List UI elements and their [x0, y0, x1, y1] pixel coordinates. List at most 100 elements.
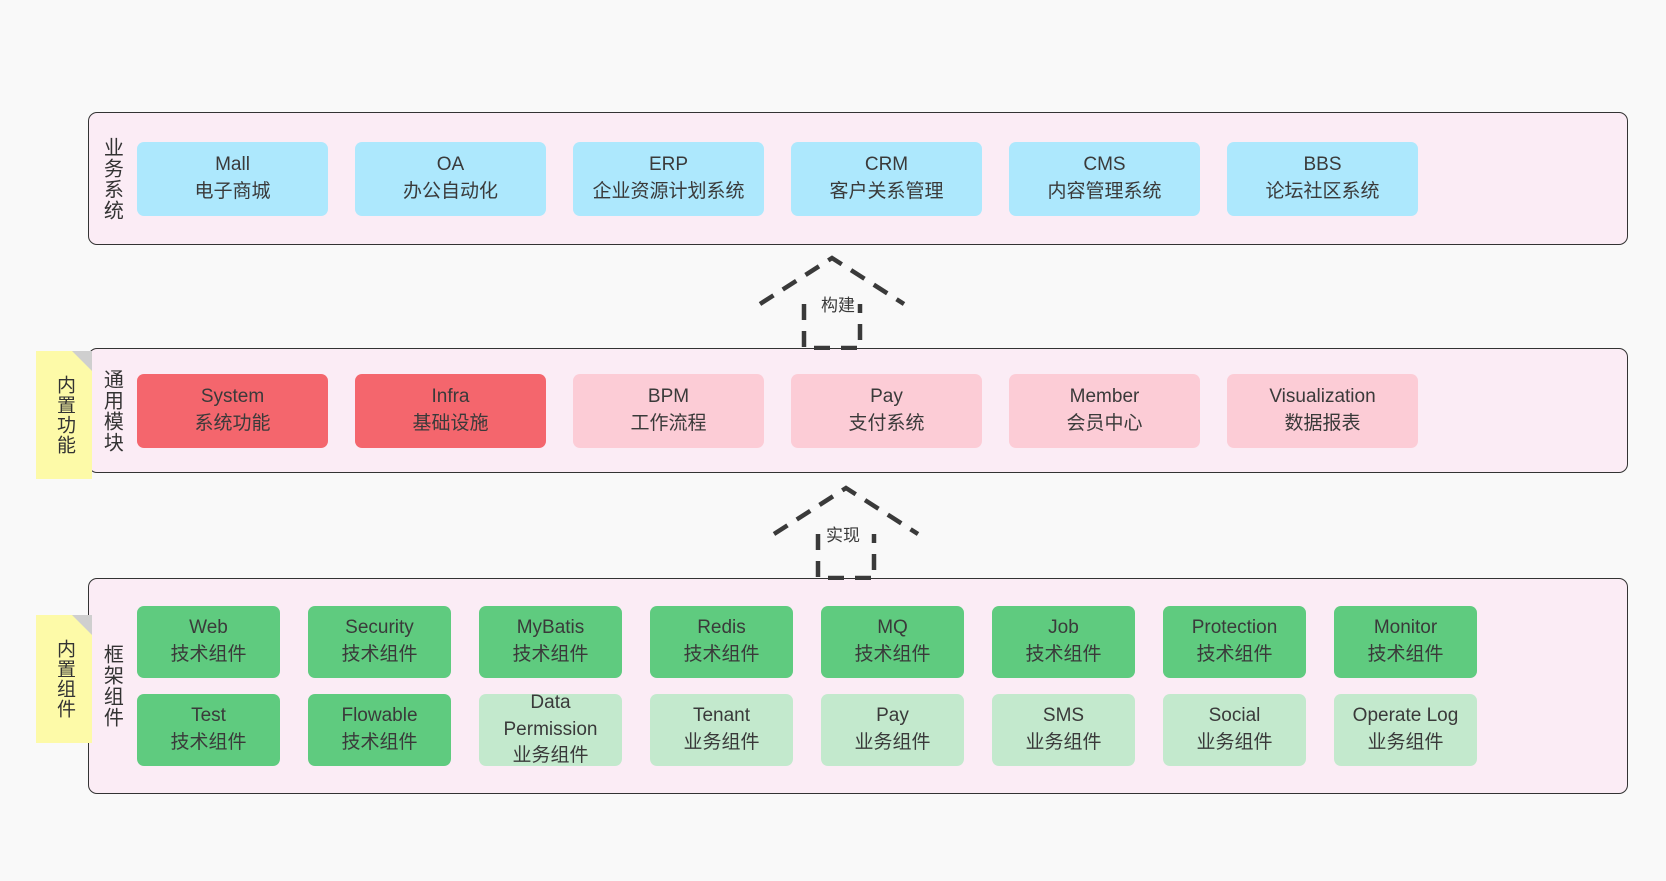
connector-implement-arrow-icon: [772, 485, 920, 580]
card-crm[interactable]: CRM 客户关系管理: [791, 141, 982, 216]
layer-body-framework-component: Web 技术组件 Security 技术组件 MyBatis 技术组件 Redi…: [133, 579, 1627, 793]
card-sms[interactable]: SMS 业务组件: [992, 694, 1135, 766]
card-title-cn: 业务组件: [854, 732, 931, 753]
card-job[interactable]: Job 技术组件: [992, 606, 1135, 678]
card-title-en: SMS: [1042, 705, 1085, 727]
card-title-cn: 技术组件: [170, 732, 247, 753]
layer-body-common-module: System 系统功能 Infra 基础设施 BPM 工作流程 Pay 支付系统…: [133, 349, 1627, 472]
card-title-cn: 业务组件: [683, 732, 760, 753]
connector-label-build: 构建: [818, 291, 858, 316]
note-fold-corner-icon: [72, 351, 92, 371]
card-protection[interactable]: Protection 技术组件: [1163, 606, 1306, 678]
card-title-en: MQ: [877, 617, 908, 639]
card-title-cn: 电子商城: [194, 180, 271, 202]
card-title-cn: 技术组件: [512, 644, 589, 665]
card-row: Web 技术组件 Security 技术组件 MyBatis 技术组件 Redi…: [137, 606, 1611, 678]
card-mall[interactable]: Mall 电子商城: [137, 141, 328, 216]
layer-title-common-module: 通用模块: [100, 368, 123, 453]
connector-label-implement: 实现: [823, 521, 863, 546]
card-visualization[interactable]: Visualization 数据报表: [1227, 373, 1418, 448]
card-member[interactable]: Member 会员中心: [1009, 373, 1200, 448]
card-erp[interactable]: ERP 企业资源计划系统: [573, 141, 764, 216]
card-title-cn: 技术组件: [341, 732, 418, 753]
card-infra[interactable]: Infra 基础设施: [355, 373, 546, 448]
card-title-cn: 技术组件: [1196, 644, 1273, 665]
card-title-cn: 技术组件: [683, 644, 760, 665]
card-title-en: MyBatis: [516, 617, 585, 639]
card-title-en: Security: [345, 617, 414, 639]
card-mq[interactable]: MQ 技术组件: [821, 606, 964, 678]
card-monitor[interactable]: Monitor 技术组件: [1334, 606, 1477, 678]
card-title-cn: 业务组件: [1196, 732, 1273, 753]
card-row: System 系统功能 Infra 基础设施 BPM 工作流程 Pay 支付系统…: [137, 373, 1611, 448]
card-title-cn: 业务组件: [1367, 732, 1444, 753]
card-test[interactable]: Test 技术组件: [137, 694, 280, 766]
card-title-cn: 会员中心: [1066, 412, 1143, 434]
card-bpm[interactable]: BPM 工作流程: [573, 373, 764, 448]
card-title-en: Social: [1208, 705, 1261, 727]
card-title-en: Data Permission: [503, 691, 598, 740]
layer-framework-component: 框架组件 Web 技术组件 Security 技术组件 MyBatis 技术组件…: [88, 578, 1628, 794]
card-title-en: Flowable: [341, 705, 418, 727]
card-title-en: Visualization: [1269, 385, 1376, 407]
card-bbs[interactable]: BBS 论坛社区系统: [1227, 141, 1418, 216]
card-row: Test 技术组件 Flowable 技术组件 Data Permission …: [137, 692, 1611, 766]
card-title-en: Infra: [431, 385, 470, 407]
card-title-en: Operate Log: [1352, 705, 1459, 727]
card-title-cn: 企业资源计划系统: [592, 180, 745, 202]
card-security[interactable]: Security 技术组件: [308, 606, 451, 678]
card-title-en: Tenant: [692, 705, 751, 727]
connector-build-arrow-icon: [758, 255, 906, 350]
card-title-en: OA: [436, 153, 465, 175]
card-title-cn: 工作流程: [630, 412, 707, 434]
card-pay-business[interactable]: Pay 业务组件: [821, 694, 964, 766]
card-title-en: Test: [191, 705, 226, 727]
card-title-cn: 业务组件: [1025, 732, 1102, 753]
card-redis[interactable]: Redis 技术组件: [650, 606, 793, 678]
card-web[interactable]: Web 技术组件: [137, 606, 280, 678]
card-data-permission[interactable]: Data Permission 业务组件: [479, 692, 622, 766]
card-title-en: Member: [1069, 385, 1140, 407]
note-label: 内置功能: [54, 375, 76, 455]
card-title-cn: 技术组件: [170, 644, 247, 665]
card-title-en: Monitor: [1373, 617, 1438, 639]
card-social[interactable]: Social 业务组件: [1163, 694, 1306, 766]
card-title-en: System: [200, 385, 265, 407]
card-title-en: Pay: [876, 705, 909, 727]
card-title-cn: 客户关系管理: [829, 180, 944, 202]
card-title-en: Job: [1048, 617, 1079, 639]
card-operate-log[interactable]: Operate Log 业务组件: [1334, 694, 1477, 766]
note-label: 内置组件: [54, 639, 76, 719]
card-title-cn: 系统功能: [194, 412, 271, 434]
card-pay[interactable]: Pay 支付系统: [791, 373, 982, 448]
card-title-en: Pay: [870, 385, 903, 407]
card-title-en: Mall: [215, 153, 250, 175]
layer-title-framework-component: 框架组件: [100, 644, 123, 728]
card-title-en: BPM: [647, 385, 690, 407]
card-oa[interactable]: OA 办公自动化: [355, 141, 546, 216]
card-title-cn: 技术组件: [341, 644, 418, 665]
card-title-cn: 办公自动化: [402, 180, 498, 202]
layer-title-business-system: 业务系统: [100, 136, 123, 221]
card-tenant[interactable]: Tenant 业务组件: [650, 694, 793, 766]
layer-business-system: 业务系统 Mall 电子商城 OA 办公自动化 ERP 企业资源计划系统 CRM…: [88, 112, 1628, 245]
layer-body-business-system: Mall 电子商城 OA 办公自动化 ERP 企业资源计划系统 CRM 客户关系…: [133, 113, 1627, 244]
note-fold-corner-icon: [72, 615, 92, 635]
card-title-cn: 论坛社区系统: [1265, 180, 1380, 202]
card-title-en: Redis: [697, 617, 746, 639]
card-title-cn: 内容管理系统: [1047, 180, 1162, 202]
card-title-en: ERP: [648, 153, 689, 175]
card-title-cn: 技术组件: [854, 644, 931, 665]
card-cms[interactable]: CMS 内容管理系统: [1009, 141, 1200, 216]
card-title-cn: 技术组件: [1367, 644, 1444, 665]
card-title-en: Web: [189, 617, 228, 639]
card-title-en: BBS: [1303, 153, 1342, 175]
note-builtin-component: 内置组件: [36, 615, 92, 743]
layer-common-module: 通用模块 System 系统功能 Infra 基础设施 BPM 工作流程 Pay…: [88, 348, 1628, 473]
note-builtin-function: 内置功能: [36, 351, 92, 479]
card-title-cn: 支付系统: [848, 412, 925, 434]
card-flowable[interactable]: Flowable 技术组件: [308, 694, 451, 766]
card-system[interactable]: System 系统功能: [137, 373, 328, 448]
card-mybatis[interactable]: MyBatis 技术组件: [479, 606, 622, 678]
